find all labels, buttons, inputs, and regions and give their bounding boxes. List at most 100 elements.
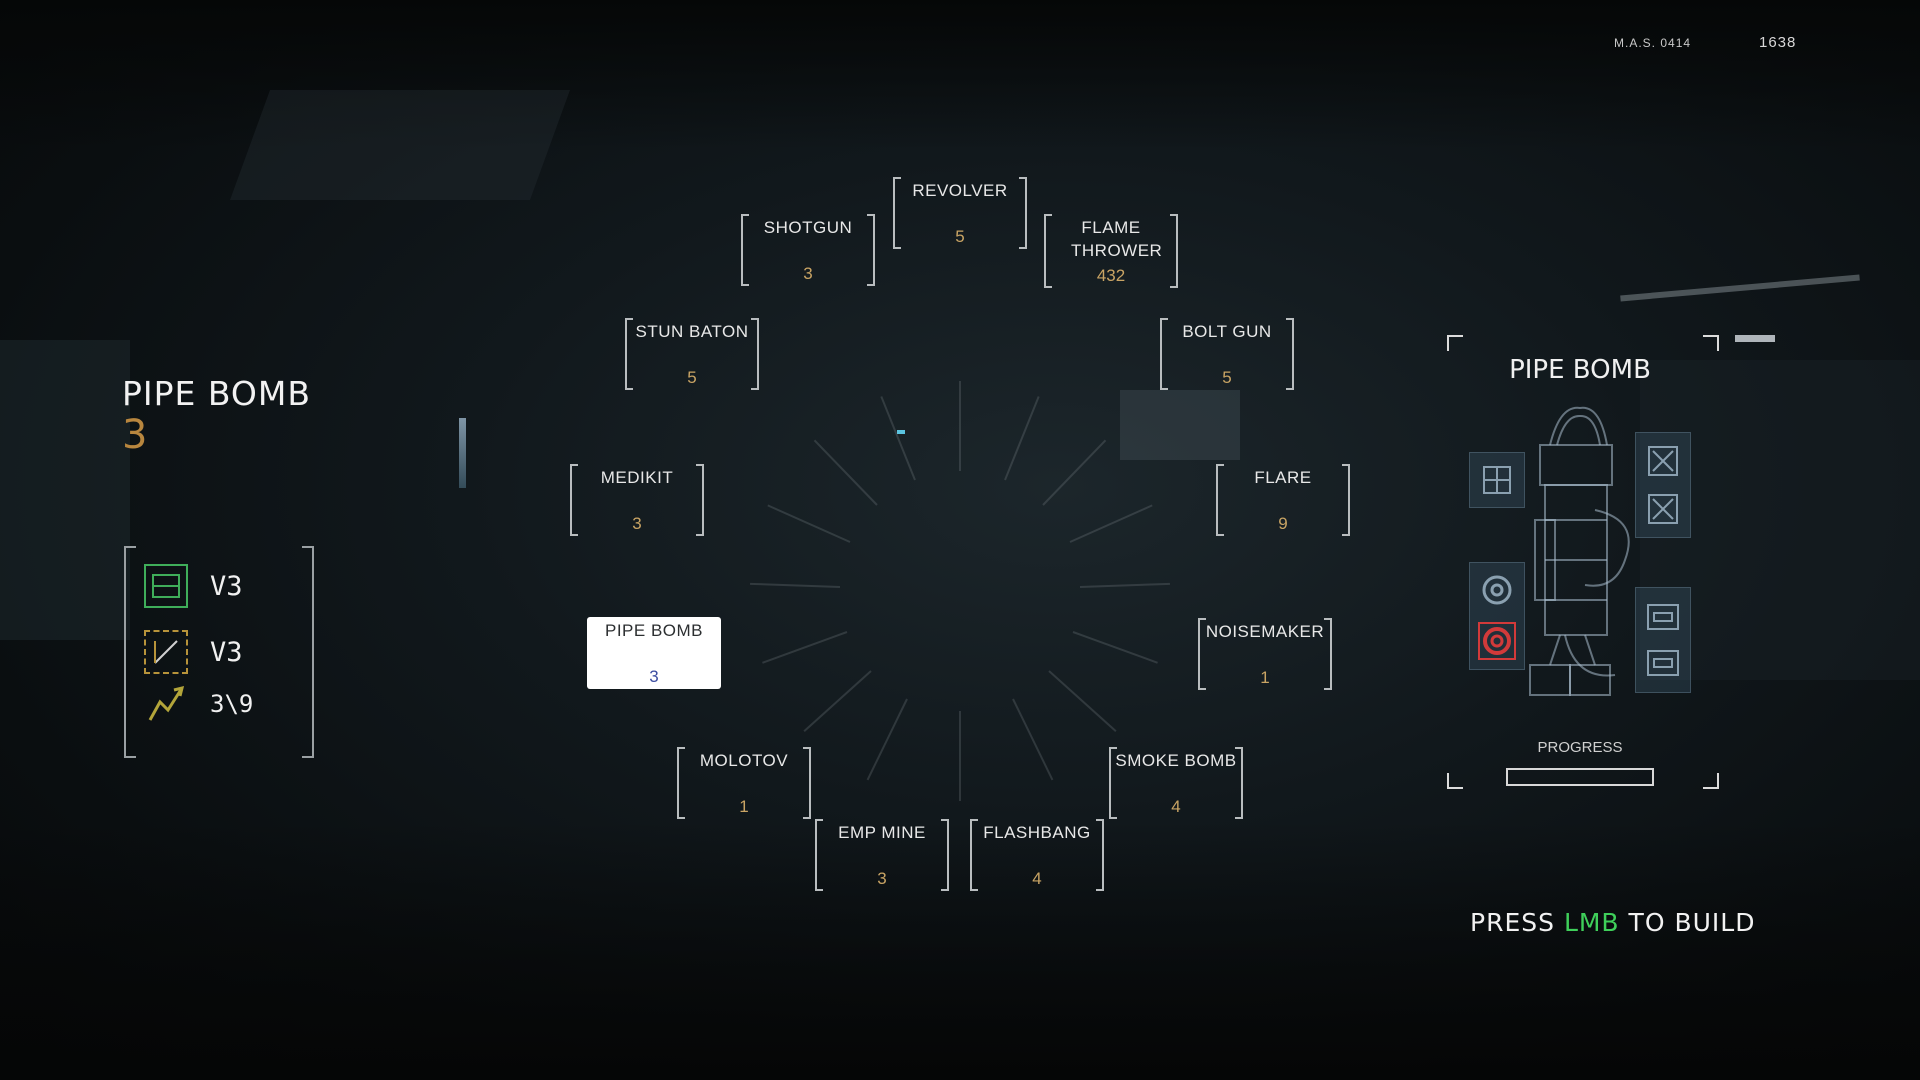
- blade-icon: [1648, 446, 1678, 476]
- slot-name: BOLT GUN: [1182, 322, 1272, 341]
- requirement-row: 3\9: [144, 682, 253, 726]
- lightning-component-icon: [144, 682, 188, 726]
- slot-name: MEDIKIT: [600, 468, 674, 487]
- wheel-slot-medikit[interactable]: MEDIKIT 3: [570, 464, 704, 536]
- gear-icon: [1482, 575, 1512, 605]
- slot-count: 3: [632, 514, 642, 533]
- slot-bracket-left: [893, 177, 901, 249]
- wheel-slot-noisemaker[interactable]: NOISEMAKER 1: [1198, 618, 1332, 690]
- slot-bracket-left: [1216, 464, 1224, 536]
- slot-bracket-left: [1198, 618, 1206, 690]
- slot-bracket-left: [815, 819, 823, 891]
- canister-icon: [1647, 650, 1679, 676]
- slot-bracket-left: [625, 318, 633, 390]
- build-key-hint[interactable]: LMB: [1563, 908, 1620, 937]
- slot-count: 1: [739, 797, 749, 816]
- cut-component-icon: [144, 630, 188, 674]
- wheel-spoke: [959, 381, 961, 471]
- score-readout: 1638: [1759, 34, 1797, 51]
- wheel-slot-flare[interactable]: FLARE 9: [1216, 464, 1350, 536]
- wheel-spoke: [1069, 504, 1153, 544]
- requirements-panel: V3 V3 3\9: [124, 546, 314, 758]
- slot-bracket-right: [1170, 214, 1178, 288]
- frame-corner: [1703, 335, 1719, 351]
- slot-bracket-right: [696, 464, 704, 536]
- slot-count: 3: [803, 264, 813, 283]
- slot-bracket-right: [941, 819, 949, 891]
- slot-count: 1: [1260, 668, 1270, 687]
- wheel-spoke: [1072, 631, 1158, 664]
- slot-name: FLARE: [1254, 468, 1312, 487]
- build-prompt-pre: PRESS: [1470, 908, 1555, 937]
- slot-count: 432: [1096, 266, 1126, 285]
- slot-bracket-left: [1160, 318, 1168, 390]
- slot-count: 5: [955, 227, 965, 246]
- requirement-label: V3: [210, 636, 243, 668]
- slot-name: NOISEMAKER: [1205, 622, 1325, 641]
- progress-bar: [1506, 768, 1654, 786]
- slot-name: FLAME THROWER: [1071, 218, 1163, 260]
- frame-corner: [1703, 773, 1719, 789]
- slot-bracket-left: [570, 464, 578, 536]
- slot-bracket-right: [803, 747, 811, 819]
- selected-item-title: PIPE BOMB: [122, 374, 312, 413]
- build-prompt: PRESS LMB TO BUILD: [1470, 908, 1755, 937]
- blade-icon: [1648, 494, 1678, 524]
- slot-bracket-right: [1019, 177, 1027, 249]
- slot-bracket-right: [751, 318, 759, 390]
- frame-corner: [1447, 335, 1463, 351]
- selected-item-count: 3: [122, 412, 148, 458]
- pipe-bomb-blueprint: [1465, 400, 1695, 720]
- slot-count: 9: [1278, 514, 1288, 533]
- canister-icon: [1647, 604, 1679, 630]
- slot-bracket-right: [1235, 747, 1243, 819]
- slot-name: SMOKE BOMB: [1115, 751, 1237, 770]
- wheel-slot-smoke-bomb[interactable]: SMOKE BOMB 4: [1109, 747, 1243, 819]
- slot-count: 4: [1171, 797, 1181, 816]
- requirement-row: V3: [144, 630, 243, 674]
- slot-bracket-right: [867, 214, 875, 286]
- wheel-spoke: [767, 504, 851, 544]
- mas-code: M.A.S. 0414: [1614, 36, 1692, 50]
- slot-bracket-left: [1109, 747, 1117, 819]
- wheel-spoke: [803, 670, 872, 733]
- requirement-row: V3: [144, 564, 243, 608]
- slot-bracket-right: [1324, 618, 1332, 690]
- slot-count: 4: [1032, 869, 1042, 888]
- requirement-label: 3\9: [210, 690, 254, 718]
- component-slot: [1469, 452, 1525, 508]
- slot-name: PIPE BOMB: [604, 621, 704, 640]
- wheel-spoke: [880, 395, 916, 481]
- component-slot: [1469, 562, 1525, 670]
- wheel-spoke: [959, 711, 961, 801]
- slot-bracket-left: [741, 214, 749, 286]
- slot-bracket-right: [1342, 464, 1350, 536]
- slot-bracket-right: [1286, 318, 1294, 390]
- circuit-icon: [1483, 466, 1511, 494]
- panel-bracket-left: [124, 546, 136, 758]
- wheel-slot-revolver[interactable]: REVOLVER 5: [893, 177, 1027, 249]
- slot-name: REVOLVER: [912, 181, 1008, 200]
- wheel-spoke: [1011, 698, 1053, 781]
- wheel-slot-flame-thrower[interactable]: FLAME THROWER 432: [1044, 214, 1178, 288]
- wheel-spoke: [750, 582, 841, 588]
- slot-bracket-right: [1096, 819, 1104, 891]
- component-slot: [1635, 587, 1691, 693]
- build-item-title: PIPE BOMB: [1509, 355, 1651, 385]
- slot-bracket-left: [970, 819, 978, 891]
- slot-bracket-left: [1044, 214, 1052, 288]
- green-component-icon: [144, 564, 188, 608]
- wheel-spoke: [813, 439, 878, 506]
- build-prompt-post: TO BUILD: [1628, 908, 1756, 937]
- slot-bracket-left: [677, 747, 685, 819]
- frame-corner: [1447, 773, 1463, 789]
- wheel-spoke: [1004, 395, 1040, 481]
